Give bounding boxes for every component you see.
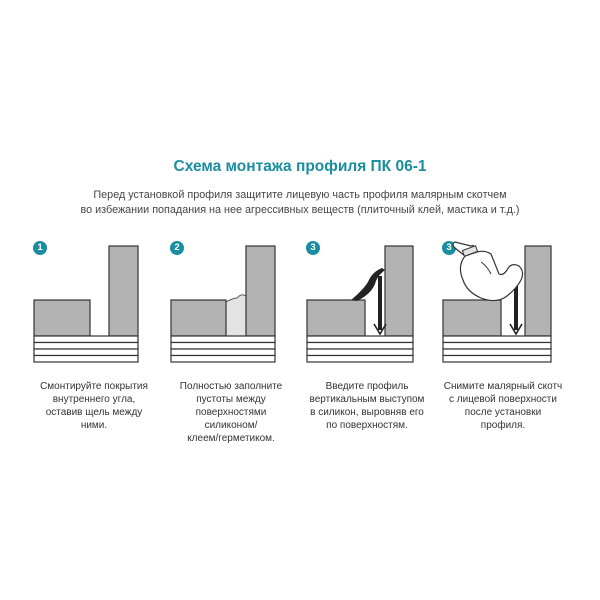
step-3-caption-line: вертикальным выступом [309,394,425,405]
step-2-caption-line: силиконом/ [204,420,258,431]
step-2-diagram [170,245,276,363]
step-4-caption-line: Снимите малярный скотч [443,381,563,392]
step-1-caption-line: оставив щель между [45,407,143,418]
step-1-caption-line: ними. [80,420,108,431]
step-2-caption-line: Полностью заполните [179,381,283,392]
step-2-caption-line: пустоты между [196,394,266,405]
step-4-caption-line: профиля. [480,420,526,431]
step-2-caption: Полностью заполните пустоты между поверх… [169,380,293,445]
diagram-title: Схема монтажа профиля ПК 06-1 [173,158,427,175]
step-2-badge: 2 [170,241,184,255]
step-1-badge: 1 [33,241,47,255]
step-4-caption: Снимите малярный скотч с лицевой поверхн… [441,380,565,432]
step-1-caption-line: внутреннего угла, [52,394,136,405]
step-3-caption: Введите профиль вертикальным выступом в … [305,380,429,432]
step-1-diagram [33,245,139,363]
step-3-badge: 3 [306,241,320,255]
step-3-caption-line: по поверхностям. [326,420,408,431]
step-4-caption-line: после установки [464,407,542,418]
diagram-subtitle: Перед установкой профиля защитите лицеву… [60,188,540,218]
step-4-diagram [442,241,552,363]
subtitle-line-2: во избежании попадания на нее агрессивны… [80,204,520,216]
step-3-diagram [306,245,414,363]
hand-icon [452,241,524,302]
step-3-caption-line: в силикон, выровняв его [310,407,424,418]
step-4-caption-line: с лицевой поверхности [449,394,557,405]
step-3-caption-line: Введите профиль [325,381,409,392]
step-1-caption: Смонтируйте покрытия внутреннего угла, о… [32,380,156,432]
step-1-caption-line: Смонтируйте покрытия [40,381,148,392]
subtitle-line-1: Перед установкой профиля защитите лицеву… [93,189,507,201]
step-2-caption-line: поверхностями [195,407,267,418]
step-2-caption-line: клеем/герметиком. [187,433,275,444]
